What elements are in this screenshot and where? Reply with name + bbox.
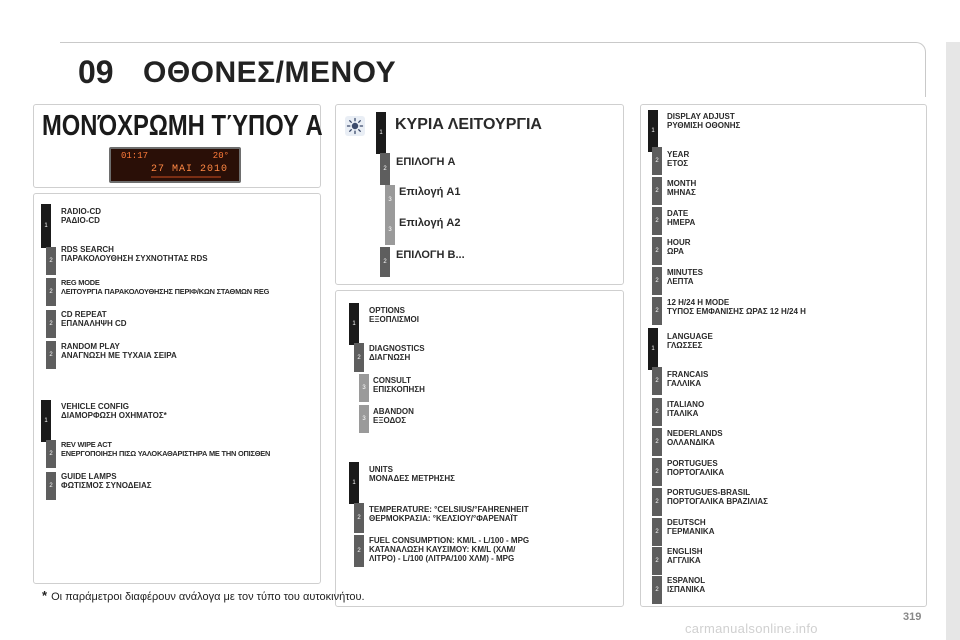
- level-badge: 2: [46, 341, 56, 369]
- level-badge: 2: [652, 488, 662, 516]
- level-badge: 2: [652, 547, 662, 575]
- level-badge: 2: [380, 153, 390, 185]
- level-badge: 1: [648, 328, 658, 370]
- level-badge: 2: [652, 367, 662, 395]
- level-badge: 2: [46, 247, 56, 275]
- level-badge: 2: [652, 428, 662, 456]
- lcd-date: 27 MAI 2010: [151, 164, 229, 175]
- level-badge: 2: [652, 576, 662, 604]
- main-function-title: ΚΥΡΙΑ ΛΕΙΤΟΥΡΓΙΑ: [395, 116, 542, 133]
- level-badge: 2: [46, 472, 56, 500]
- level-badge: 2: [652, 398, 662, 426]
- level-badge: 1: [41, 204, 51, 248]
- level-badge: 3: [359, 374, 369, 402]
- option-a: ΕΠΙΛΟΓΗ A: [396, 156, 456, 168]
- level-badge: 3: [385, 185, 395, 215]
- level-badge: 1: [349, 462, 359, 504]
- side-strip: [946, 42, 960, 640]
- chapter-title: ΟΘΟΝΕΣ/ΜΕΝΟΥ: [143, 56, 397, 89]
- lcd-screen: 01:17 20° 27 MAI 2010: [109, 147, 241, 183]
- watermark: carmanualsonline.info: [685, 621, 818, 636]
- brightness-icon: [345, 116, 365, 136]
- level-badge: 2: [354, 503, 364, 533]
- lcd-time: 01:17: [121, 151, 149, 161]
- level-badge: 3: [385, 215, 395, 245]
- level-badge: 2: [46, 440, 56, 468]
- level-badge: 2: [354, 535, 364, 567]
- panel-left-menu: [33, 193, 321, 584]
- level-badge: 1: [41, 400, 51, 442]
- panel-mid-menu: [335, 290, 624, 607]
- option-a2: Επιλογή A2: [399, 217, 461, 229]
- level-badge: 2: [652, 267, 662, 295]
- level-badge: 2: [652, 237, 662, 265]
- footnote-text: Οι παράμετροι διαφέρουν ανάλογα με τον τ…: [51, 591, 365, 603]
- level-badge: 2: [354, 343, 364, 372]
- chapter-header-frame: [60, 42, 926, 97]
- lcd-temp: 20°: [212, 151, 229, 161]
- level-badge: 2: [652, 458, 662, 486]
- level-badge: 2: [46, 278, 56, 306]
- level-badge: 3: [359, 405, 369, 433]
- level-badge: 2: [652, 518, 662, 546]
- level-badge: 2: [652, 177, 662, 205]
- option-b: ΕΠΙΛΟΓΗ B...: [396, 249, 465, 261]
- level-badge: 2: [652, 297, 662, 325]
- level-badge: 1: [648, 110, 658, 152]
- level-badge: 2: [652, 147, 662, 175]
- page-number: 319: [903, 611, 922, 623]
- lcd-indicator-bar: [151, 176, 221, 178]
- level-badge: 2: [652, 207, 662, 235]
- level-badge: 2: [46, 310, 56, 338]
- level-badge: 1: [376, 112, 386, 154]
- chapter-number: 09: [78, 54, 114, 90]
- mono-display-title: ΜΟΝΌΧΡΩΜΗ ΤΎΠΟΥ A: [42, 110, 323, 142]
- footnote-star: *: [42, 588, 48, 603]
- option-a1: Επιλογή A1: [399, 186, 461, 198]
- level-badge: 2: [380, 247, 390, 277]
- panel-right-menu: [640, 104, 927, 607]
- footnote: *Οι παράμετροι διαφέρουν ανάλογα με τον …: [42, 588, 365, 603]
- level-badge: 1: [349, 303, 359, 345]
